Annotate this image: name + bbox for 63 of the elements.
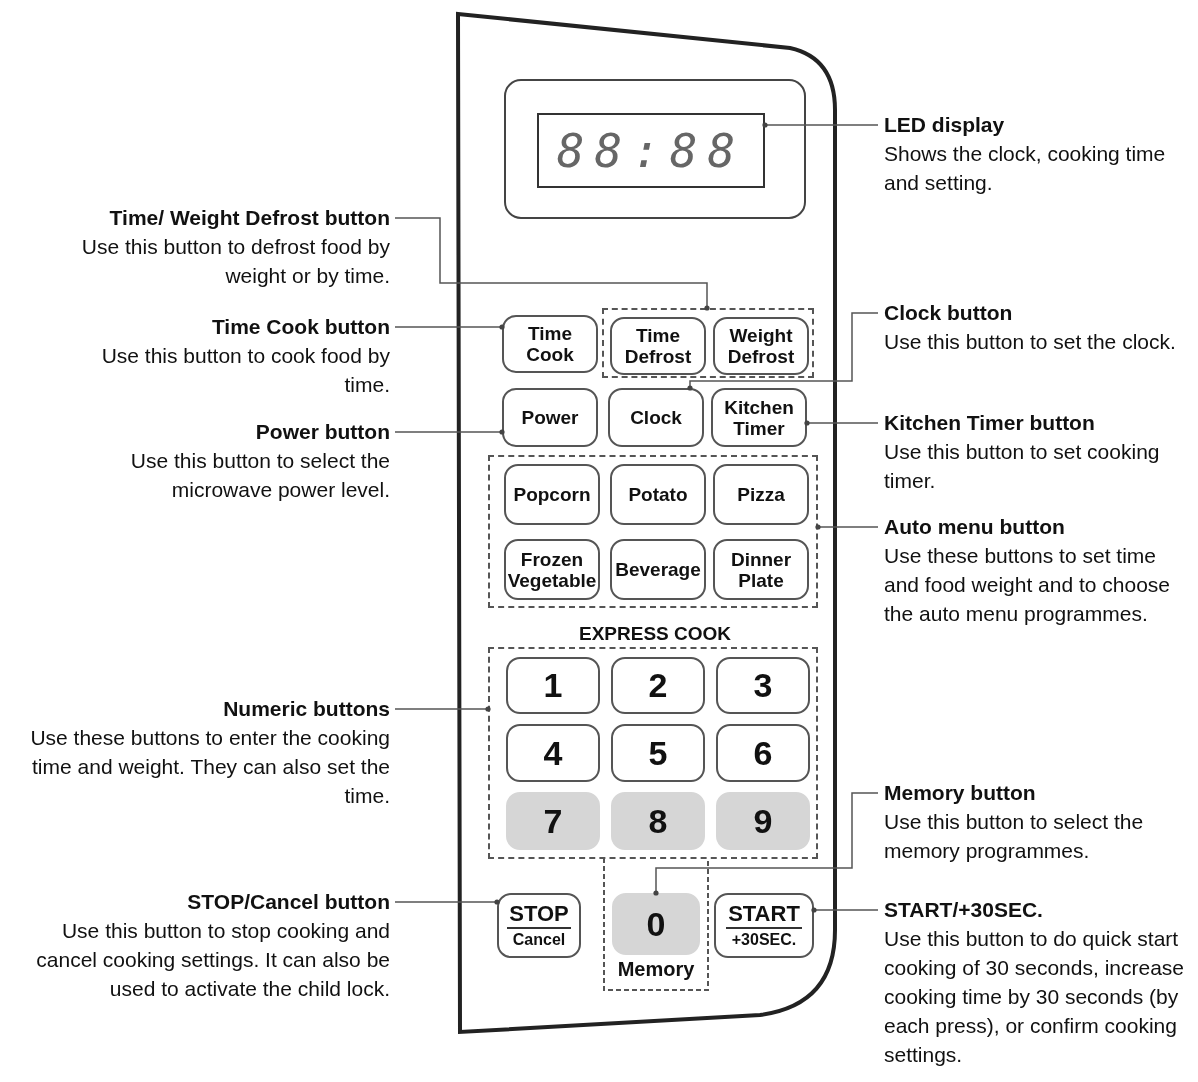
control-button: 7: [506, 792, 600, 850]
button-caption: Memory: [616, 958, 696, 981]
control-button: Beverage: [610, 539, 706, 600]
button-group-outline: [488, 455, 818, 608]
callout-heading: Numeric buttons: [222, 696, 390, 722]
callout-description: Use this button to select the microwave power level.: [129, 448, 390, 503]
callout-heading: Power button: [254, 419, 390, 445]
leader-line: [687, 312, 879, 391]
leader-line: [394, 217, 710, 311]
callout-description: Use this button to stop cooking and cancel cooking settings. It can also be used to activate the child lock.: [35, 918, 390, 1002]
callout-description: Use this button to defrost food by weight or by time.: [80, 234, 390, 289]
panel-label: EXPRESS COOK: [577, 623, 732, 645]
control-button: 0: [612, 893, 700, 955]
leader-line: [394, 429, 505, 435]
callout-description: Use this button to do quick start cooking of 30 seconds, increase cooking time by 30 seconds (by each press), or confirm cooking settings.: [884, 926, 1186, 1068]
leader-line: [653, 792, 879, 896]
control-button: 5: [611, 724, 705, 782]
leader-line: [762, 122, 879, 128]
button-group-outline: [602, 308, 814, 378]
callout-description: Use this button to set cooking timer.: [884, 439, 1161, 494]
control-button: Weight Defrost: [713, 317, 809, 375]
callout-description: Use this button to select the memory programmes.: [884, 809, 1145, 864]
callout-description: Use these buttons to set time and food weight and to choose the auto menu programmes.: [884, 543, 1172, 627]
control-button: 8: [611, 792, 705, 850]
callout-description: Use this button to cook food by time.: [100, 343, 390, 398]
callout-description: Shows the clock, cooking time and setting.: [884, 141, 1167, 196]
control-button: Power: [502, 388, 598, 447]
callout-heading: Clock button: [884, 300, 1014, 326]
callout-heading: START/+30SEC.: [884, 897, 1044, 923]
leader-line: [811, 907, 879, 913]
control-button: 2: [611, 657, 705, 714]
control-button: Popcorn: [504, 464, 600, 525]
callout-heading: LED display: [884, 112, 1006, 138]
control-button: 3: [716, 657, 810, 714]
callout-heading: Auto menu button: [884, 514, 1066, 540]
control-button: Kitchen Timer: [711, 388, 807, 447]
callout-heading: STOP/Cancel button: [186, 889, 390, 915]
control-button: Frozen Vegetable: [504, 539, 600, 600]
control-button: Time Defrost: [610, 317, 706, 375]
control-button: START +30SEC.: [714, 893, 814, 958]
led-display: 88:88: [537, 113, 765, 188]
control-button: 9: [716, 792, 810, 850]
control-button: STOP Cancel: [497, 893, 581, 958]
callout-description: Use this button to set the clock.: [884, 329, 1177, 355]
callout-heading: Kitchen Timer button: [884, 410, 1096, 436]
control-button: Pizza: [713, 464, 809, 525]
callout-heading: Time Cook button: [210, 314, 390, 340]
leader-line: [804, 420, 879, 426]
leader-line: [815, 524, 879, 530]
callout-heading: Time/ Weight Defrost button: [108, 205, 390, 231]
leader-line: [394, 706, 491, 712]
leader-line: [394, 324, 505, 330]
control-button: Potato: [610, 464, 706, 525]
control-button: Time Cook: [502, 315, 598, 373]
control-button: 1: [506, 657, 600, 714]
control-button: Clock: [608, 388, 704, 447]
callout-heading: Memory button: [884, 780, 1037, 806]
control-button: 4: [506, 724, 600, 782]
button-group-outline: [488, 647, 818, 859]
control-button: 6: [716, 724, 810, 782]
callout-description: Use these buttons to enter the cooking time and weight. They can also set the time.: [29, 725, 390, 809]
control-button: Dinner Plate: [713, 539, 809, 600]
leader-line: [394, 899, 500, 905]
